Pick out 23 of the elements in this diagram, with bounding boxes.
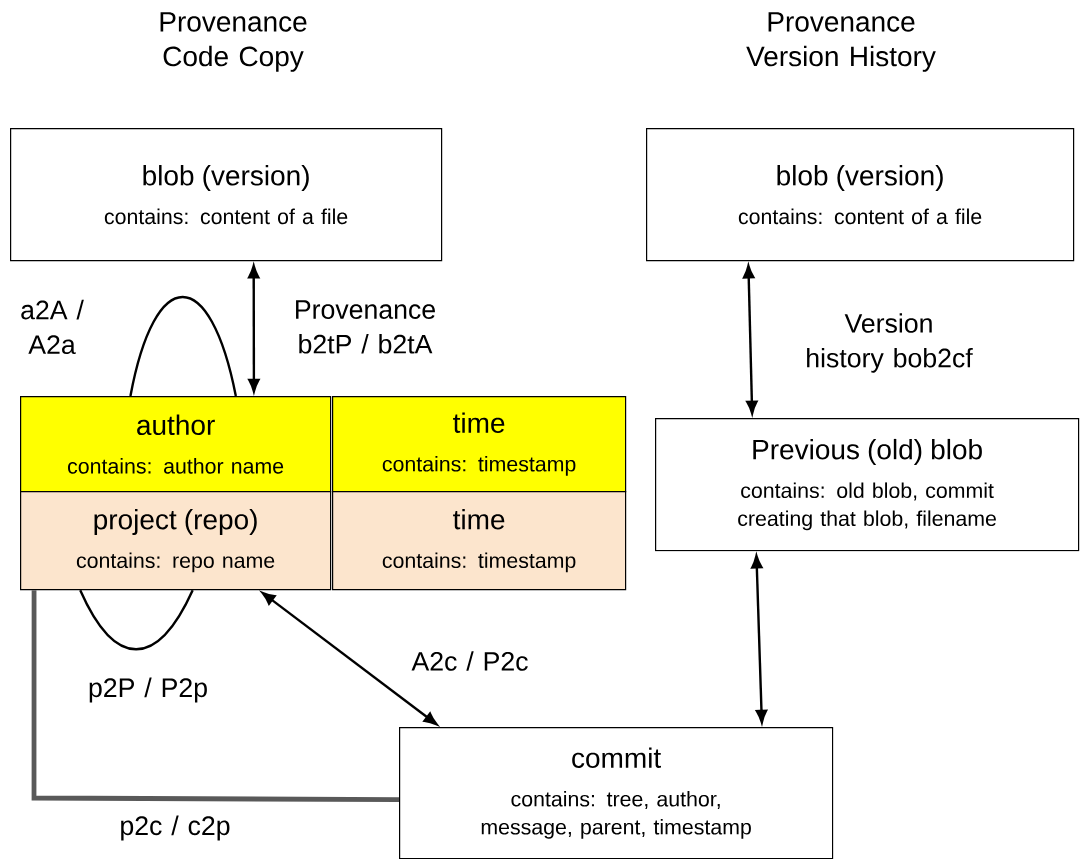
loop-connector [79,589,194,651]
column-heading: Provenance Version History [746,12,936,72]
loop-connector [129,296,237,397]
edge-label: p2c / c2p [121,815,230,841]
process-box: project (repo) contains: repo name [20,491,332,591]
process-box: time contains: timestamp [332,396,627,493]
edge-label: A2c / P2c [411,651,528,671]
edge-label: p2P / P2p [89,677,207,703]
process-box: blob (version) contains: content of a file [646,128,1075,262]
arrow [261,591,438,726]
arrow [742,264,758,415]
process-box: time contains: timestamp [332,491,627,591]
arrow [751,554,768,724]
column-heading: Provenance Code Copy [160,12,307,72]
edge-label: a2A / A2a [21,299,84,355]
process-box: author contains: author name [20,396,332,493]
edge-label: Version history bob2cf [807,313,973,373]
edge-label: Provenance b2tP / b2tA [296,300,435,354]
connector-line [31,590,399,803]
process-box: blob (version) contains: content of a file [10,128,443,262]
process-box: commit contains: tree, author, message, parent, timestamp [399,727,834,859]
arrow [247,264,260,393]
process-box: Previous (old) blob contains: old blob, commit creating that blob, filename [655,418,1080,552]
